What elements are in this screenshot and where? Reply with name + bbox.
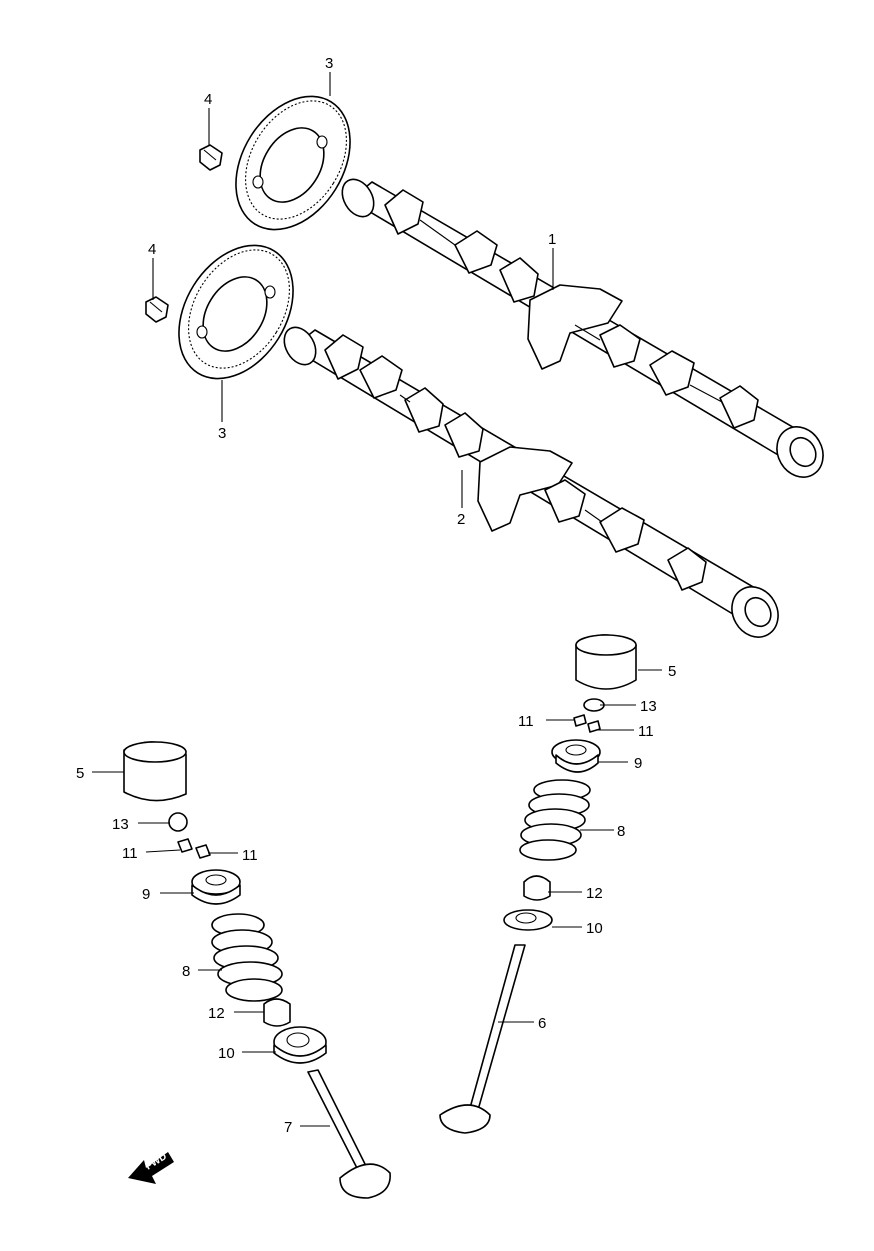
callout-5-left: 5 xyxy=(76,765,84,782)
tappet-right xyxy=(575,634,637,690)
callout-13-right: 13 xyxy=(640,698,657,715)
callout-8-left: 8 xyxy=(182,963,190,980)
callout-10-left: 10 xyxy=(218,1045,235,1062)
callout-2: 2 xyxy=(457,511,465,528)
valve-right xyxy=(439,944,526,1134)
cam-sprocket-upper xyxy=(235,95,351,231)
callout-11-left-a: 11 xyxy=(122,845,138,862)
callout-5-right: 5 xyxy=(668,663,676,680)
spring-seat-right xyxy=(503,909,553,931)
callout-10-right: 10 xyxy=(586,920,603,937)
tappet-left xyxy=(123,741,187,802)
callout-9-left: 9 xyxy=(142,886,150,903)
spring-retainer-left xyxy=(191,869,241,905)
cam-sprocket-lower xyxy=(178,244,294,380)
cotter-right xyxy=(573,714,601,733)
spring-retainer-right xyxy=(551,739,601,773)
callout-12-left: 12 xyxy=(208,1005,225,1022)
callout-3-top: 3 xyxy=(325,55,333,72)
callout-8-right: 8 xyxy=(617,823,625,840)
callout-1: 1 xyxy=(548,231,556,248)
callout-11-right-b: 11 xyxy=(638,723,654,740)
callout-7: 7 xyxy=(284,1119,292,1136)
cotter-left xyxy=(177,838,211,859)
callout-12-right: 12 xyxy=(586,885,603,902)
callout-4-bottom: 4 xyxy=(148,241,156,258)
leader-lines xyxy=(92,72,662,1127)
camshaft-1 xyxy=(341,178,824,478)
shim-left xyxy=(168,812,188,832)
stem-seal-right xyxy=(523,875,551,901)
camshaft-2 xyxy=(283,326,779,638)
forward-arrow-icon: FWD xyxy=(128,1151,174,1184)
callout-labels: 1 2 3 3 4 4 5 5 6 7 8 8 9 9 10 10 11 11 … xyxy=(76,55,676,1136)
valve-spring-left xyxy=(211,913,283,1002)
callout-11-left-b: 11 xyxy=(242,847,258,864)
callout-4-top: 4 xyxy=(204,91,212,108)
callout-6: 6 xyxy=(538,1015,546,1032)
spring-seat-left xyxy=(273,1026,327,1064)
callout-13-left: 13 xyxy=(112,816,129,833)
valve-left xyxy=(307,1069,391,1199)
sprocket-bolt-upper xyxy=(199,144,223,171)
callout-11-right-a: 11 xyxy=(518,713,534,730)
stem-seal-left xyxy=(263,998,291,1027)
callout-3-bottom: 3 xyxy=(218,425,226,442)
sprocket-bolt-lower xyxy=(145,296,169,323)
valve-spring-right xyxy=(519,779,591,861)
callout-9-right: 9 xyxy=(634,755,642,772)
